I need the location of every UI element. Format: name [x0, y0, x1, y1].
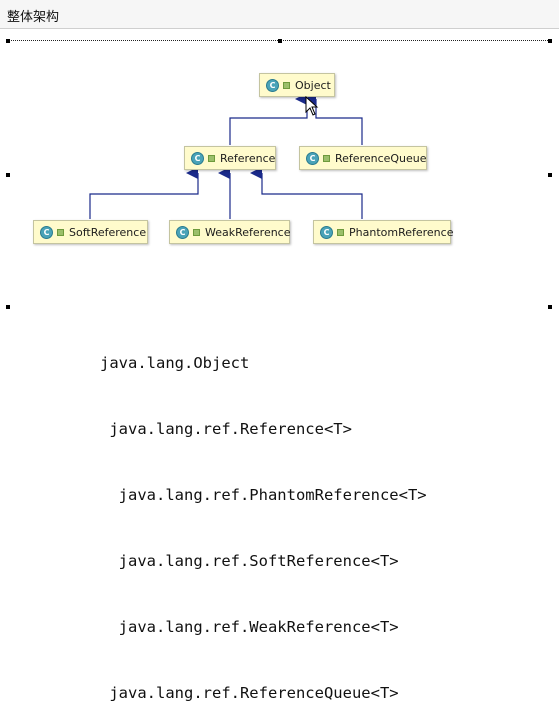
selection-handle-top-left[interactable]: [6, 39, 10, 43]
panel-title: 整体架构: [7, 10, 60, 25]
edge-referencequeue-object: [304, 93, 363, 145]
edge-softreference-reference: [89, 167, 199, 219]
class-icon: C: [320, 225, 333, 239]
hierarchy-line: java.lang.ref.Reference<T>: [100, 420, 352, 438]
inheritance-edges: [89, 93, 363, 219]
class-label: SoftReference: [69, 225, 147, 239]
class-label: WeakReference: [205, 225, 291, 239]
public-lock-icon: [283, 81, 290, 89]
selection-handle-middle-right[interactable]: [548, 173, 552, 177]
class-icon: C: [191, 151, 204, 165]
public-lock-icon: [208, 154, 215, 162]
hierarchy-line: java.lang.ref.ReferenceQueue<T>: [100, 684, 399, 702]
class-icon: C: [40, 225, 53, 239]
class-node-weakreference[interactable]: C WeakReference: [169, 220, 291, 244]
class-node-object[interactable]: C Object: [259, 73, 335, 97]
mouse-pointer-icon: [305, 96, 319, 116]
public-lock-icon: [57, 228, 64, 236]
class-icon: C: [306, 151, 319, 165]
hierarchy-line: java.lang.ref.PhantomReference<T>: [100, 486, 427, 504]
selection-handle-bottom-left[interactable]: [6, 305, 10, 309]
class-node-phantomreference[interactable]: C PhantomReference: [313, 220, 454, 244]
public-lock-icon: [337, 228, 344, 236]
class-node-referencequeue[interactable]: C ReferenceQueue: [299, 146, 427, 170]
class-label: Reference: [220, 151, 276, 165]
selection-handle-middle-left[interactable]: [6, 173, 10, 177]
selection-handle-top-right[interactable]: [548, 39, 552, 43]
edge-phantomreference-reference: [250, 167, 363, 219]
public-lock-icon: [193, 228, 200, 236]
public-lock-icon: [323, 154, 330, 162]
class-hierarchy-text: java.lang.Object java.lang.ref.Reference…: [100, 308, 427, 726]
selection-handle-top-center[interactable]: [278, 39, 282, 43]
class-icon: C: [176, 225, 189, 239]
class-label: PhantomReference: [349, 225, 454, 239]
class-label: ReferenceQueue: [335, 151, 427, 165]
panel-header: 整体架构: [0, 0, 559, 29]
hierarchy-line: java.lang.Object: [100, 354, 250, 372]
edge-reference-object: [229, 93, 308, 145]
class-node-softreference[interactable]: C SoftReference: [33, 220, 148, 244]
hierarchy-line: java.lang.ref.WeakReference<T>: [100, 618, 399, 636]
hierarchy-line: java.lang.ref.SoftReference<T>: [100, 552, 399, 570]
class-label: Object: [295, 78, 331, 92]
class-node-reference[interactable]: C Reference: [184, 146, 276, 170]
class-icon: C: [266, 78, 279, 92]
selection-handle-bottom-right[interactable]: [548, 305, 552, 309]
